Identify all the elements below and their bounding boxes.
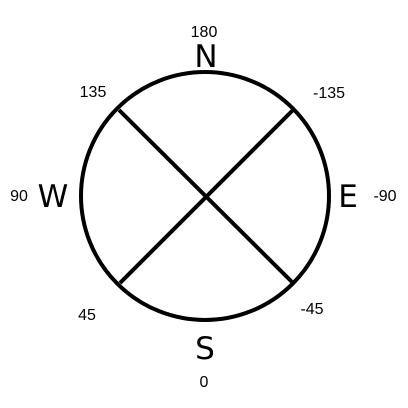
east-angle: -90 <box>373 188 396 205</box>
southwest-angle: 45 <box>78 307 96 324</box>
compass-circle <box>79 70 331 322</box>
north-angle: 180 <box>191 24 218 41</box>
south-label: S <box>195 331 215 367</box>
east-label: E <box>338 179 358 215</box>
diagonal-ne-sw <box>118 108 295 285</box>
northeast-angle: -135 <box>313 85 345 102</box>
northwest-angle: 135 <box>80 84 107 101</box>
north-label: N <box>194 39 217 75</box>
southeast-angle: -45 <box>300 301 323 318</box>
south-angle: 0 <box>200 374 209 391</box>
west-label: W <box>38 179 69 215</box>
west-angle: 90 <box>10 188 28 205</box>
